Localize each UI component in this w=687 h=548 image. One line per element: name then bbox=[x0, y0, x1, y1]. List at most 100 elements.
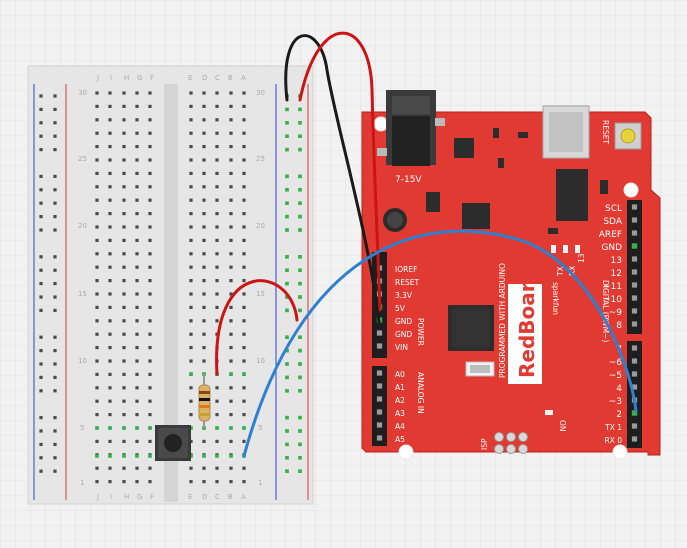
isp-pin bbox=[494, 444, 504, 454]
digital-pin bbox=[631, 321, 638, 327]
breadboard-hole bbox=[122, 319, 126, 323]
breadboard-hole bbox=[202, 279, 206, 283]
breadboard-hole bbox=[189, 359, 193, 363]
breadboard-hole bbox=[108, 185, 112, 189]
breadboard-hole bbox=[122, 158, 126, 162]
pushbutton[interactable] bbox=[155, 425, 191, 461]
breadboard-hole bbox=[215, 118, 219, 122]
connected-rail-hole bbox=[285, 295, 289, 299]
breadboard-hole bbox=[122, 171, 126, 175]
breadboard-hole bbox=[148, 359, 152, 363]
col-letter-a: A bbox=[241, 74, 246, 82]
connected-rail-hole bbox=[298, 308, 302, 313]
connected-rail-hole bbox=[285, 348, 289, 353]
connected-rail-hole bbox=[298, 335, 302, 339]
rail-hole bbox=[53, 442, 57, 446]
breadboard-hole bbox=[148, 91, 152, 95]
rail-hole bbox=[39, 201, 43, 205]
red-wire-resistor bbox=[215, 279, 299, 376]
breadboard-hole bbox=[148, 252, 152, 256]
breadboard-hole bbox=[108, 171, 112, 175]
digital-label-3: ~3 bbox=[609, 397, 622, 407]
connected-rail-hole bbox=[298, 295, 302, 299]
isp-pin bbox=[518, 444, 528, 454]
breadboard-hole bbox=[215, 279, 219, 283]
breadboard-hole bbox=[242, 118, 246, 122]
row-number-20-right: 20 bbox=[256, 222, 265, 230]
connected-rail-hole bbox=[285, 442, 289, 447]
isp-pin bbox=[506, 432, 516, 442]
col-letter-h-bottom: H bbox=[124, 493, 129, 501]
breadboard-hole bbox=[229, 252, 233, 256]
breadboard-hole bbox=[215, 104, 219, 108]
breadboard-hole bbox=[202, 91, 206, 95]
breadboard-hole bbox=[215, 171, 219, 175]
breadboard-hole bbox=[229, 171, 233, 175]
col-letter-e-bottom: E bbox=[188, 493, 192, 501]
rail-hole bbox=[39, 295, 43, 299]
breadboard-hole bbox=[229, 386, 233, 390]
digital-label-13: 13 bbox=[611, 256, 622, 266]
breadboard-hole bbox=[95, 171, 99, 175]
power-label-vin: VIN bbox=[395, 343, 408, 352]
isp-pin bbox=[494, 432, 504, 442]
col-letter-f-bottom: F bbox=[150, 493, 154, 501]
breadboard-hole bbox=[229, 131, 233, 135]
analog-pin bbox=[376, 383, 383, 389]
breadboard-hole bbox=[215, 466, 219, 470]
breadboard-hole bbox=[135, 319, 139, 323]
power-jack bbox=[377, 90, 445, 166]
reset-button[interactable] bbox=[614, 122, 642, 150]
rail-hole bbox=[53, 416, 57, 420]
digital-pin bbox=[631, 295, 638, 301]
smd-part bbox=[498, 158, 504, 168]
col-letter-i-bottom: I bbox=[110, 493, 112, 501]
connected-rail-hole bbox=[285, 281, 289, 286]
breadboard-hole bbox=[95, 158, 99, 162]
mounting-hole bbox=[398, 444, 414, 460]
connected-hole bbox=[148, 426, 152, 430]
breadboard-hole bbox=[242, 359, 246, 363]
rail-hole bbox=[39, 121, 43, 125]
analog-pin bbox=[376, 435, 383, 441]
analog-pin bbox=[376, 422, 383, 428]
connected-rail-hole bbox=[285, 174, 289, 179]
breadboard-hole bbox=[122, 386, 126, 390]
breadboard-hole bbox=[202, 292, 206, 296]
digital-label-11: ~11 bbox=[603, 282, 622, 292]
breadboard-hole bbox=[215, 305, 219, 309]
connected-rail-hole bbox=[298, 456, 302, 460]
connected-rail-hole bbox=[298, 375, 302, 380]
rail-hole bbox=[39, 335, 43, 339]
rail-hole bbox=[39, 429, 43, 433]
breadboard-hole bbox=[148, 238, 152, 242]
power-label-gnd-2: GND bbox=[395, 330, 412, 339]
breadboard-hole bbox=[215, 480, 219, 484]
connected-hole bbox=[135, 454, 139, 458]
breadboard-hole bbox=[189, 212, 193, 216]
breadboard-hole bbox=[215, 319, 219, 323]
breadboard-hole bbox=[148, 145, 152, 149]
wires bbox=[215, 31, 638, 458]
breadboard-hole bbox=[95, 305, 99, 309]
connected-rail-hole bbox=[298, 362, 302, 366]
connected-rail-hole bbox=[285, 335, 289, 339]
rail-hole bbox=[53, 134, 57, 138]
breadboard-hole bbox=[242, 171, 246, 175]
analog-label-a0: A0 bbox=[395, 370, 405, 379]
breadboard-hole bbox=[135, 413, 139, 417]
connected-hole bbox=[202, 454, 206, 458]
smd-part bbox=[426, 192, 440, 212]
connected-hole bbox=[108, 454, 112, 458]
breadboard-hole bbox=[122, 198, 126, 202]
breadboard-hole bbox=[122, 118, 126, 122]
breadboard-hole bbox=[202, 439, 206, 443]
rail-hole bbox=[39, 456, 43, 460]
breadboard-hole bbox=[242, 279, 246, 283]
breadboard-hole bbox=[135, 158, 139, 162]
breadboard-hole bbox=[135, 185, 139, 189]
breadboard-hole bbox=[148, 413, 152, 417]
breadboard-hole bbox=[229, 185, 233, 189]
breadboard-hole bbox=[242, 332, 246, 336]
breadboard-hole bbox=[122, 372, 126, 376]
